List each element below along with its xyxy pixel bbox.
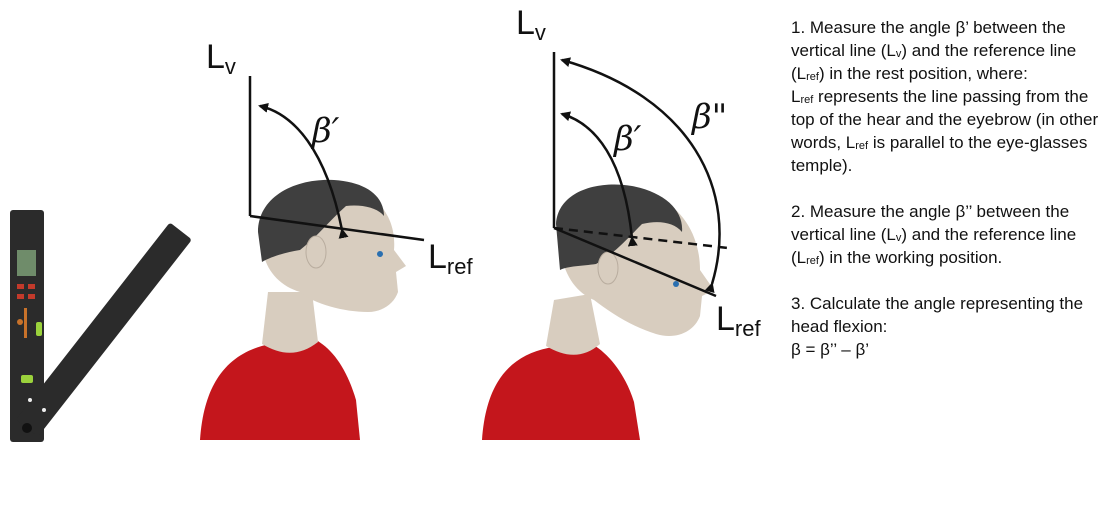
right-person-figure: [482, 184, 714, 440]
eye-icon: [377, 251, 383, 257]
left-beta-prime-label: β′: [310, 111, 340, 151]
right-beta-double-prime-label: β": [690, 97, 727, 137]
step-2-text: 2. Measure the angle β’’ between the ver…: [791, 202, 1077, 267]
brand-logo-icon: [17, 319, 23, 325]
left-lv-label: Lv: [206, 38, 236, 79]
ear-icon: [305, 235, 327, 269]
flexion-formula: β = β’’ – β’: [791, 340, 870, 359]
step-1-text: 1. Measure the angle β’ between the vert…: [791, 18, 1099, 175]
right-angle-lines: [552, 52, 729, 298]
bubble-level-icon: [21, 375, 33, 383]
left-person-figure: [200, 179, 406, 440]
left-lref-label: Lref: [428, 238, 473, 279]
left-angle-lines: [248, 76, 425, 242]
display-screen-icon: [17, 250, 36, 276]
head-flexion-diagram: Lv β′ Lref Lv β′ β" Lref: [10, 4, 761, 442]
red-shirt-icon: [200, 338, 360, 440]
digital-angle-finder-icon: [10, 210, 191, 442]
instructions-panel: 1. Measure the angle β’ between the vert…: [791, 16, 1113, 361]
right-lv-label: Lv: [516, 4, 546, 45]
right-beta-prime-label: β′: [612, 119, 642, 159]
step-3-text: 3. Calculate the angle representing the …: [791, 294, 1084, 359]
right-lref-label: Lref: [716, 300, 761, 341]
